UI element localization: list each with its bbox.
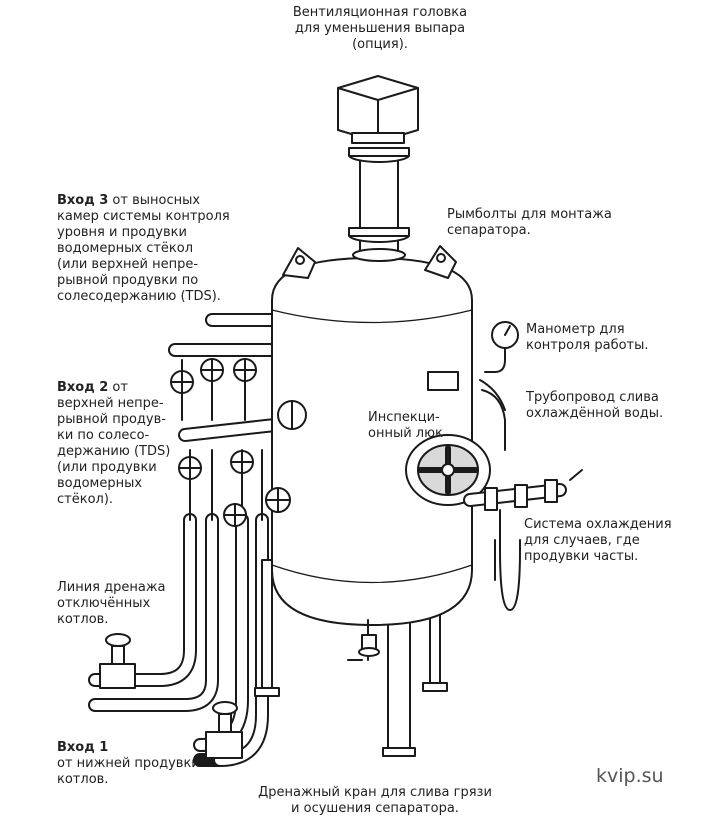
inspection-hatch-label: Инспекци- онный люк <box>368 410 443 441</box>
inlet-2-title: Вход 2 <box>57 380 109 395</box>
gauge-label: Манометр для контроля работы. <box>526 322 649 353</box>
inlet-2-label: Вход 2 от верхней непре- рывной продув- … <box>57 380 171 507</box>
cooled-drain-label: Трубопровод слива охлаждённой воды. <box>526 390 664 421</box>
pressure-gauge-icon <box>479 321 519 411</box>
lifting-eyes-label: Рымболты для монтажа сепаратора. <box>447 207 612 238</box>
gate-valve-icon <box>99 358 380 759</box>
drain-line-label: Линия дренажа отключённых котлов. <box>57 580 166 627</box>
inlet-3-title: Вход 3 <box>57 193 109 208</box>
lifting-eye-icon <box>282 245 457 279</box>
inspection-hatch-icon <box>405 371 491 506</box>
vent-head-icon <box>337 75 419 262</box>
inlet-1-label: Вход 1 от нижней продувки котлов. <box>57 740 200 787</box>
watermark: kvip.su <box>596 765 664 787</box>
vent-head-label: Вентиляционная головка для уменьшения вы… <box>292 5 468 52</box>
inlet-3-label: Вход 3 от выносных камер системы контрол… <box>57 193 230 304</box>
separator-vessel <box>271 257 473 626</box>
inlet-1-title: Вход 1 <box>57 740 109 755</box>
cooling-system-label: Система охлаждения для случаев, где прод… <box>524 517 672 564</box>
drain-valve-label: Дренажный кран для слива грязи и осушени… <box>258 785 492 816</box>
cooled-drain-pipe <box>463 389 583 611</box>
